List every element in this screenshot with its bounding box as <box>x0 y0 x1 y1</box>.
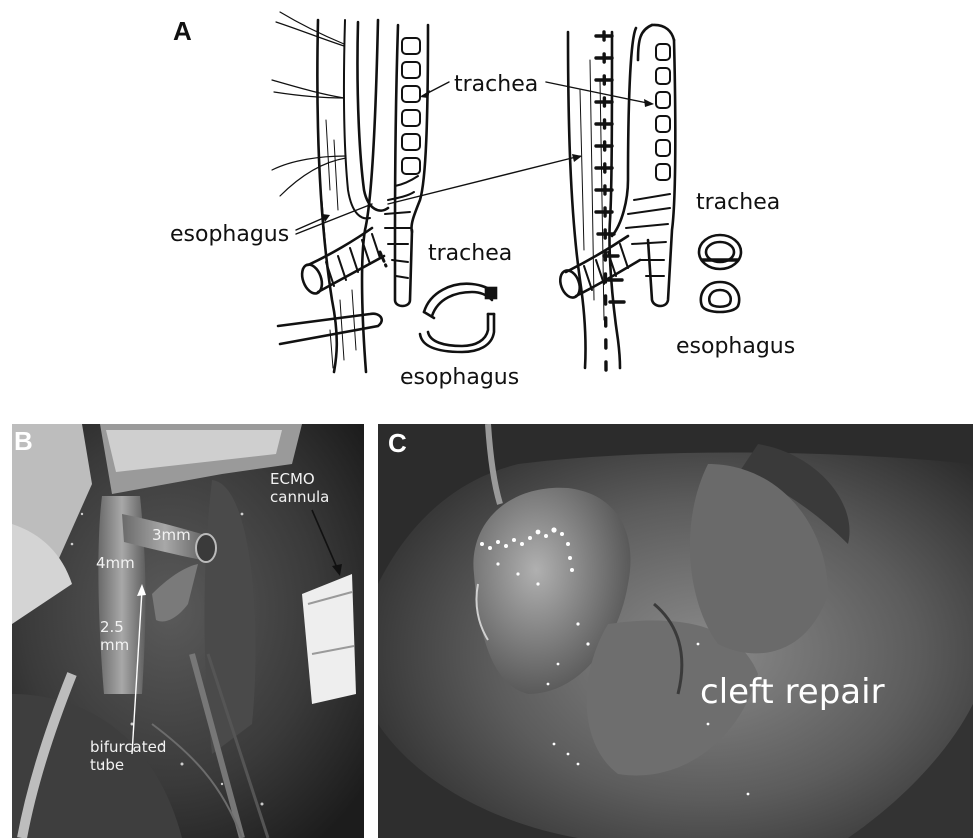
label-3mm: 3mm <box>152 526 191 544</box>
panel-c-letter: C <box>388 428 407 459</box>
panel-c-photo <box>378 424 973 838</box>
left-retractor <box>278 314 382 344</box>
left-trachea-rings <box>385 38 420 278</box>
label-esophagus-left-cross: esophagus <box>400 365 519 390</box>
left-stay-sutures <box>272 12 346 196</box>
label-2-5mm: 2.5 mm <box>100 618 132 654</box>
label-esophagus-left: esophagus <box>170 222 289 247</box>
label-trachea-right-cross: trachea <box>696 190 780 215</box>
panel-a-drawing <box>0 0 973 410</box>
left-bronchus <box>298 228 386 296</box>
panel-c: C cleft repair <box>378 424 973 838</box>
label-trachea-top: trachea <box>454 72 538 97</box>
left-cross-section <box>420 284 496 352</box>
panel-b-letter: B <box>14 426 33 457</box>
label-esophagus-right-cross: esophagus <box>676 334 795 359</box>
right-esophagus-walls <box>568 32 620 368</box>
right-bronchus <box>557 236 640 300</box>
label-4mm: 4mm <box>96 554 135 572</box>
label-ecmo-cannula: ECMO cannula <box>270 470 326 506</box>
label-cleft-repair: cleft repair <box>700 672 885 712</box>
right-cross-section-trachea <box>699 235 741 269</box>
panel-b: B ECMO cannula 3mm 4mm 2.5 mm bifurcated… <box>12 424 364 838</box>
panel-a: A <box>0 0 973 410</box>
label-bifurcated-tube: bifurcated tube <box>90 738 180 774</box>
left-trachea-column <box>395 25 428 306</box>
right-cross-section-esophagus <box>701 282 739 312</box>
label-trachea-left-cross: trachea <box>428 241 512 266</box>
